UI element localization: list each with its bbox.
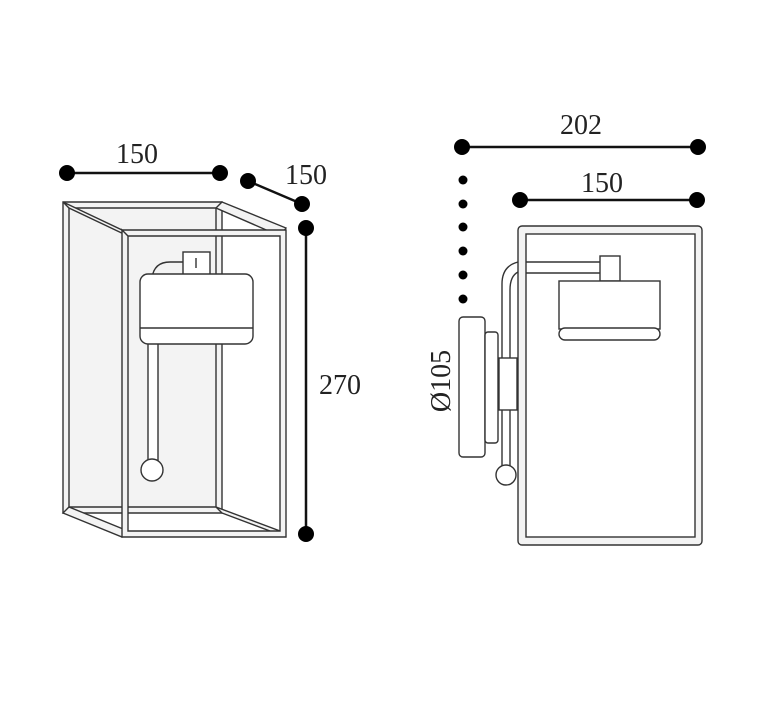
depth-label: 150 bbox=[285, 160, 327, 191]
lamp-fixture bbox=[139, 251, 254, 482]
finial-ball-side bbox=[495, 464, 517, 486]
overall-depth-dimension: 202 bbox=[454, 110, 706, 155]
rod bbox=[147, 341, 159, 465]
depth-dimension: 150 bbox=[240, 160, 327, 212]
wall-plate-side bbox=[458, 316, 499, 458]
lantern-frame bbox=[61, 201, 288, 538]
width-label: 150 bbox=[116, 139, 158, 170]
finial-ball bbox=[140, 458, 164, 482]
dotted-guide bbox=[458, 175, 468, 304]
arm bbox=[495, 261, 600, 486]
side-view bbox=[458, 225, 703, 546]
shade bbox=[139, 273, 254, 345]
box-depth-dimension: 150 bbox=[512, 168, 705, 208]
plate-diameter-label: Ø105 bbox=[426, 350, 457, 412]
lamp-side bbox=[558, 255, 661, 341]
width-dimension: 150 bbox=[59, 139, 228, 181]
overall-depth-label: 202 bbox=[560, 110, 602, 141]
perspective-view bbox=[61, 201, 288, 538]
height-label: 270 bbox=[319, 370, 361, 401]
box-depth-label: 150 bbox=[581, 168, 623, 199]
stem-block bbox=[498, 357, 518, 411]
height-dimension: 270 bbox=[298, 220, 361, 542]
